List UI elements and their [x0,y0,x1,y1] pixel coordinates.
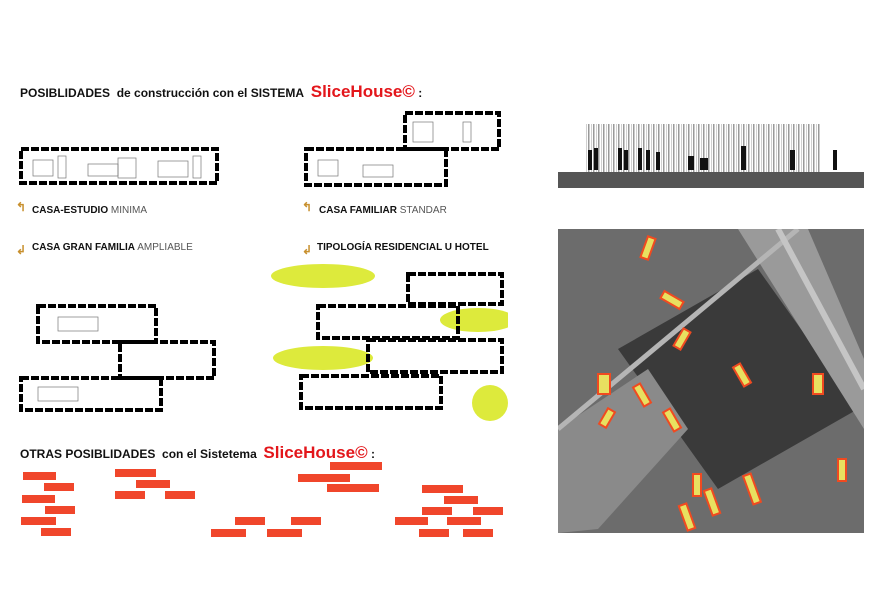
slice-module [115,469,156,477]
plan-casa-estudio [19,147,219,185]
slice-module [23,472,56,480]
slice-module [447,517,481,525]
slice-module [422,507,452,515]
label-casa-gran-familia: CASA GRAN FAMILIA AMPLIABLE [32,242,193,253]
arrow-down-icon: ↲ [302,243,313,257]
plan-casa-gran-familia [19,304,216,412]
aerial-site-photo [558,229,864,533]
slice-module [267,529,302,537]
slice-module [22,495,55,503]
slice-module [330,462,382,470]
label-tipologia-residencial: TIPOLOGÍA RESIDENCIAL U HOTEL [317,242,489,253]
slice-module [463,529,493,537]
plan-tipologia-residencial [271,264,508,421]
slice-module [235,517,265,525]
slice-module [291,517,321,525]
slice-module [165,491,195,499]
slice-module [115,491,145,499]
slice-module [41,528,71,536]
arrow-down-icon: ↲ [16,243,27,257]
slice-module [419,529,449,537]
arrow-up-icon: ↰ [302,200,313,214]
header-title: POSIBLIDADES de construcción con el SIST… [20,82,423,101]
slice-module [45,506,75,514]
arrow-up-icon: ↰ [16,200,27,214]
slice-module [422,485,463,493]
slice-module [211,529,246,537]
slice-module [298,474,350,482]
slice-module [444,496,478,504]
street-elevation [558,124,864,188]
slice-module [395,517,428,525]
brand-name: SliceHouse© [310,82,415,101]
slice-module [44,483,74,491]
plan-casa-familiar [304,111,501,187]
label-casa-familiar: CASA FAMILIAR STANDAR [319,205,447,216]
slice-module [327,484,379,492]
label-casa-estudio: CASA-ESTUDIO MINIMA [32,205,148,216]
others-title: OTRAS POSIBLIDADES con el Sistetema Slic… [20,443,375,462]
brand-name: SliceHouse© [263,443,368,462]
slice-module [21,517,56,525]
slice-module [136,480,170,488]
slice-module [473,507,503,515]
